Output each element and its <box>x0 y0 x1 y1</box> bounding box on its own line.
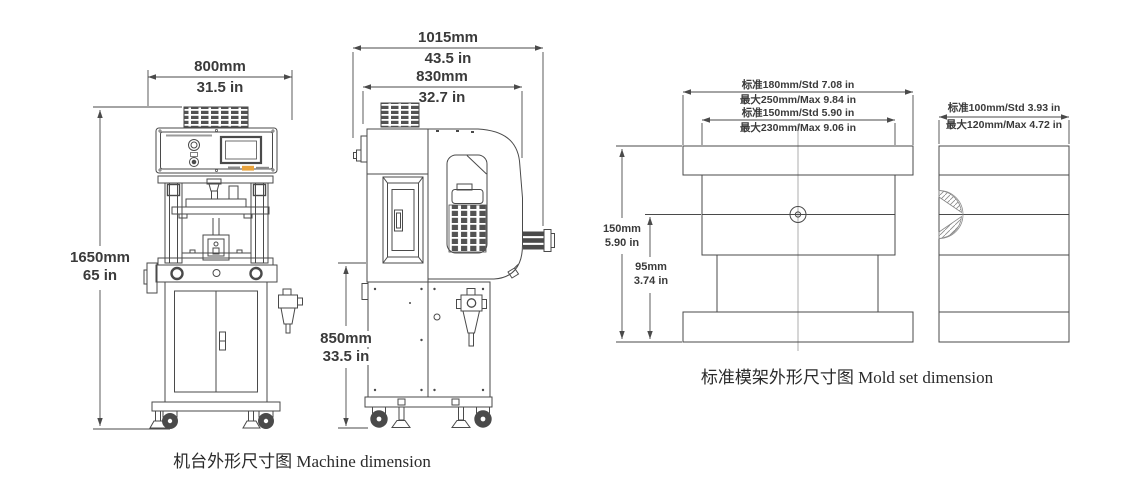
dim-mold-side-std: 标准100mm/Std 3.93 in <box>947 102 1061 114</box>
machine-front-view <box>93 70 303 430</box>
pump-compartment <box>446 154 488 254</box>
dim-mold-lower-height-mm: 95mm <box>632 261 670 274</box>
press-section <box>157 175 274 266</box>
control-panel <box>155 127 278 174</box>
dim-side-lower-height-mm: 850mm <box>317 331 375 347</box>
knob-left <box>170 266 184 281</box>
machine-figure-caption: 机台外形尺寸图 Machine dimension <box>173 452 431 471</box>
dim-line-850 <box>338 262 368 429</box>
mold-figure-caption: 标准模架外形尺寸图 Mold set dimension <box>700 368 994 387</box>
base-front <box>149 401 281 429</box>
leveling-foot <box>149 420 168 429</box>
leveling-foot <box>451 420 471 428</box>
air-filter-front <box>278 288 303 334</box>
vent-grille-side <box>380 102 420 128</box>
drain-spout <box>507 264 520 279</box>
dim-mold-height-in: 5.90 in <box>601 237 643 250</box>
dim-mold-lower-height-in: 3.74 in <box>630 275 672 288</box>
dim-line-830 <box>362 84 523 158</box>
display-screen <box>219 135 263 165</box>
cabinet-front <box>164 281 268 403</box>
dim-line-1650 <box>93 106 182 430</box>
dim-side-depth-body-in: 32.7 in <box>418 89 466 106</box>
brand-label <box>242 165 254 171</box>
dim-front-width-mm: 800mm <box>194 58 246 75</box>
dim-line-180 <box>682 89 914 145</box>
rear-pipes <box>523 229 555 252</box>
dim-line-150-height <box>616 145 682 343</box>
body-outline <box>366 128 523 283</box>
air-filter-regulator <box>456 288 487 347</box>
emergency-stop-button <box>188 139 200 151</box>
dim-mold-side-max: 最大120mm/Max 4.72 in <box>945 119 1063 131</box>
bottom-plate <box>682 311 914 343</box>
dim-side-depth-total-mm: 1015mm <box>417 29 479 46</box>
dim-mold-outer-std: 标准180mm/Std 7.08 in <box>741 79 855 91</box>
dim-height-in: 65 in <box>79 268 121 284</box>
dim-line-95 <box>645 214 701 339</box>
knob-right <box>249 266 263 281</box>
side-door <box>382 176 424 264</box>
dim-line-800 <box>147 70 293 120</box>
dim-mold-outer-max: 最大250mm/Max 9.84 in <box>739 93 857 106</box>
dim-side-depth-total-in: 43.5 in <box>424 50 472 67</box>
pump-vents <box>448 204 487 253</box>
leveling-foot <box>391 420 411 428</box>
knob-band <box>155 264 278 283</box>
power-button <box>189 157 199 167</box>
dim-line-100 <box>938 114 1070 144</box>
mold-front-view <box>616 89 914 351</box>
dim-line-150-width <box>701 117 896 145</box>
door-handle-side <box>394 209 403 232</box>
machine-side-view <box>338 45 555 429</box>
dim-front-width-in: 31.5 in <box>196 79 244 96</box>
dim-height-mm: 1650mm <box>66 250 134 266</box>
mold-clamp <box>202 234 230 261</box>
dim-side-depth-body-mm: 830mm <box>416 68 468 85</box>
dim-mold-height-mm: 150mm <box>600 223 644 236</box>
dim-mold-inner-max: 最大230mm/Max 9.06 in <box>739 121 857 134</box>
side-knob <box>353 135 368 163</box>
base-side <box>364 396 493 428</box>
dim-mold-inner-std: 标准150mm/Std 5.90 in <box>741 107 855 119</box>
sprue-section-hatch <box>938 190 964 239</box>
locating-ring <box>789 206 807 223</box>
vent-grille <box>183 106 249 128</box>
mold-side-view <box>938 114 1070 343</box>
leveling-foot <box>242 420 261 429</box>
dim-side-lower-height-in: 33.5 in <box>319 349 373 365</box>
dim-line-1015 <box>352 45 544 226</box>
